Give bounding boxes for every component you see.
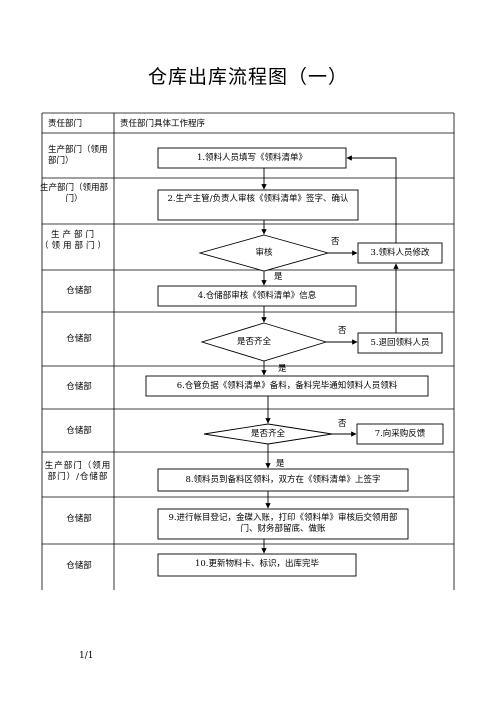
step1-label: 1.领料人员填写《领料清单》	[196, 153, 308, 163]
edge-no-1: 否	[331, 237, 340, 247]
step3-label: 3.领料人员修改	[370, 248, 430, 258]
step2-box	[157, 189, 359, 221]
step9-label: 9.进行帐目登记，金碟入账，打印《领料单》审核后交领用部门、财务部留底、做账	[168, 513, 398, 534]
step5-label: 5.退回领料人员	[370, 338, 430, 348]
dept-row-10: 仓储部	[66, 561, 92, 571]
step10-box	[157, 553, 357, 577]
step7-box	[356, 423, 444, 445]
edge-yes-2: 是	[278, 364, 287, 374]
page-number: 1/1	[79, 651, 94, 661]
step5-box	[357, 332, 443, 354]
step10-label: 10.更新物料卡、标识，出库完毕	[194, 559, 320, 569]
edge-yes-1: 是	[274, 272, 283, 282]
dept-row-4: 仓储部	[66, 286, 92, 296]
edge-yes-3: 是	[276, 459, 285, 469]
decision-complete-2-label: 是否齐全	[250, 429, 285, 439]
step8-label: 8.领料员到备料区领料，双方在《领料清单》上签字	[185, 475, 381, 485]
dept-row-2: 生产部门（领用部门）	[40, 183, 109, 204]
step7-label: 7.向采购反馈	[374, 429, 426, 439]
decision-review-label: 审核	[255, 248, 273, 258]
dept-row-1: 生产部门（领用部门）	[48, 145, 108, 166]
header-department: 责任部门	[48, 119, 83, 129]
header-procedure: 责任部门具体工作程序	[120, 119, 206, 129]
dept-row-6: 仓储部	[66, 382, 92, 392]
step2-label: 2.生产主管/负责人审核《领料清单》签字、确认	[167, 194, 349, 204]
page-title: 仓库出库流程图（一）	[147, 66, 348, 88]
decision-complete-1-label: 是否齐全	[236, 337, 271, 347]
step8-box	[157, 468, 409, 492]
step1-box	[157, 147, 347, 169]
edge-no-2: 否	[338, 326, 347, 336]
step4-label: 4.仓储部审核《领料清单》信息	[197, 291, 317, 301]
step6-label: 6.仓管负据《领料清单》备料，备料完毕通知领料人员领料	[176, 381, 398, 391]
dept-row-8: 生产部门（领用部门）/仓储部	[44, 461, 112, 482]
step4-box	[157, 285, 357, 307]
dept-row-7: 仓储部	[66, 426, 92, 436]
step6-box	[145, 375, 429, 397]
dept-row-3: 生产部门（领用部门）	[40, 230, 110, 251]
dept-row-5: 仓储部	[66, 334, 92, 344]
edge-no-3: 否	[338, 419, 347, 429]
step9-box	[157, 508, 409, 540]
table-grid	[41, 112, 455, 590]
dept-row-9: 仓储部	[66, 514, 92, 524]
step3-box	[357, 242, 443, 264]
